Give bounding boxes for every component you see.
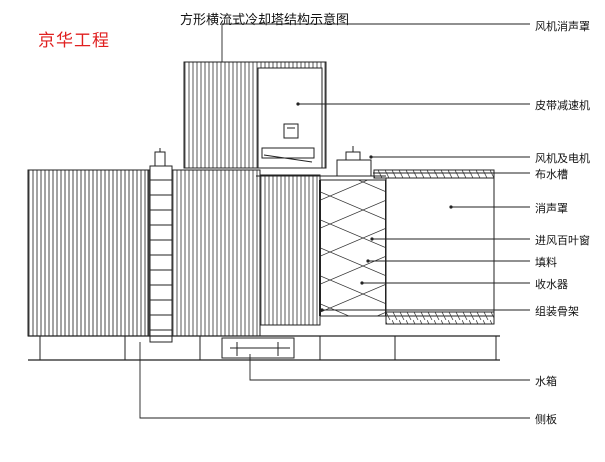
leader-dots <box>296 102 453 312</box>
silencer-housing <box>385 177 495 325</box>
label-fan-silencer-cover: 风机消声罩 <box>535 20 590 33</box>
water-tank <box>221 337 295 359</box>
left-casing <box>27 169 261 337</box>
label-water-distribution-trough: 布水槽 <box>535 168 568 181</box>
label-water-tank: 水箱 <box>535 375 557 388</box>
label-fan-motor: 风机及电机 <box>535 152 590 165</box>
label-belt-reducer: 皮带减速机 <box>535 99 590 112</box>
label-drift-eliminator: 收水器 <box>535 278 568 291</box>
label-silencer-cover: 消声罩 <box>535 202 568 215</box>
label-inlet-louver: 进风百叶窗 <box>535 234 590 247</box>
brand-logo-text: 京华工程 <box>38 31 110 51</box>
label-fill: 填料 <box>535 256 557 269</box>
belt-reducer <box>261 123 315 163</box>
base-frame <box>28 335 500 361</box>
fill-section <box>259 174 387 326</box>
ladder <box>149 148 173 343</box>
fan-motor-housing <box>336 146 372 177</box>
leader-lines <box>139 23 530 419</box>
label-assembled-frame: 组装骨架 <box>535 305 579 318</box>
label-side-panel: 侧板 <box>535 413 557 426</box>
